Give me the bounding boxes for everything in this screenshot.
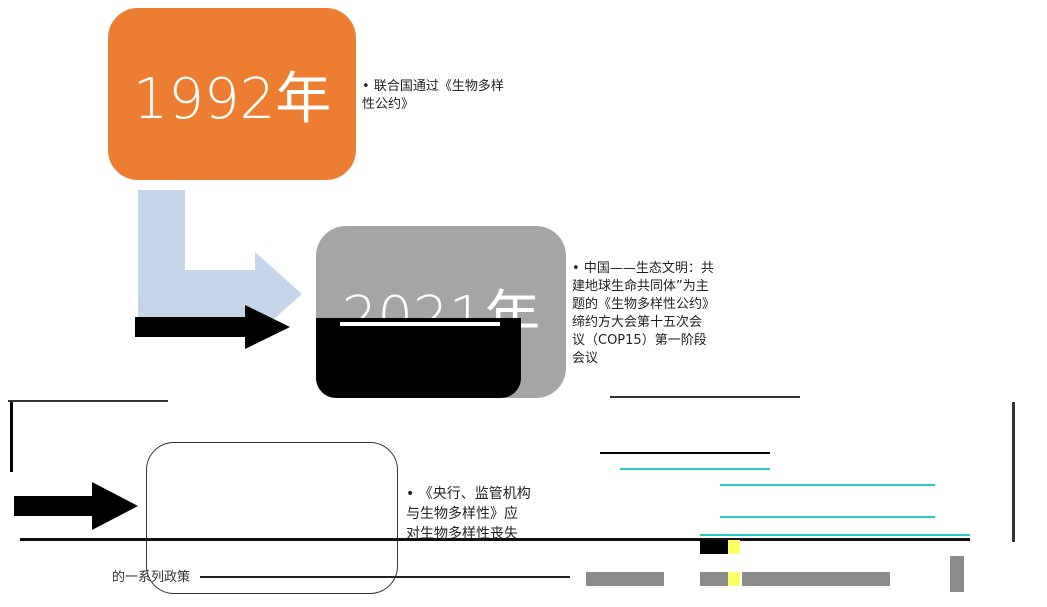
milestone-3-box [146, 442, 398, 594]
artifact-line-e [700, 534, 970, 536]
artifact-block-6 [742, 572, 890, 586]
render-artifact-1 [316, 318, 521, 398]
divider-line-2 [610, 396, 800, 398]
artifact-block-7 [950, 556, 964, 592]
frame-edge-left [10, 402, 13, 472]
milestone-2021-text: 中国——生态文明：共 建地球生命共同体”为主 题的《生物多样性公约》 缔约方大会… [572, 260, 762, 368]
artifact-line-c [720, 484, 935, 486]
divider-line-1 [8, 400, 168, 402]
dark-arrow-1 [135, 305, 290, 349]
footer-fragment: 的一系列政策 [112, 570, 191, 585]
artifact-band [20, 538, 970, 541]
milestone-1992-box: 1992年 [108, 8, 356, 180]
render-artifact-line [340, 322, 500, 326]
artifact-line-a [600, 452, 770, 454]
connector-arrow-1 [138, 190, 302, 330]
artifact-block-5 [728, 572, 740, 586]
frame-edge-right [1012, 402, 1015, 542]
artifact-block-1 [700, 540, 728, 554]
artifact-block-4 [700, 572, 728, 586]
artifact-line-d [720, 516, 935, 518]
artifact-block-2 [728, 540, 740, 554]
milestone-1992-year: 1992年 [132, 66, 332, 132]
milestone-1992-text: 联合国通过《生物多样 性公约》 [362, 78, 542, 114]
artifact-line-b [620, 468, 770, 470]
milestone-3-text: 《央行、监管机构 与生物多样性》应 对生物多样性丧失 [406, 484, 566, 544]
artifact-block-3 [586, 572, 664, 586]
dark-arrow-2 [14, 482, 138, 530]
artifact-line-f [200, 576, 570, 578]
